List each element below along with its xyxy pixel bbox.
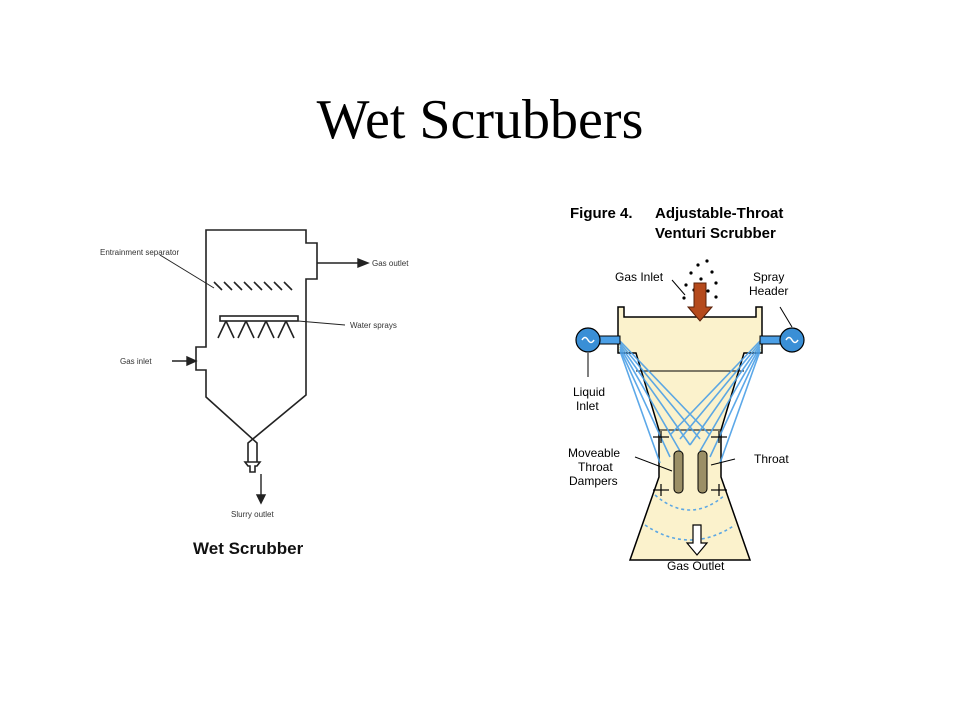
- venturi-body: [617, 306, 763, 561]
- liquid-inlet-label-2: Inlet: [576, 399, 599, 413]
- throat-damper-left: [673, 450, 684, 494]
- figure-title-line2: Venturi Scrubber: [655, 225, 776, 242]
- dampers-label-2: Throat: [578, 460, 613, 474]
- spray-header-right: [759, 327, 805, 353]
- venturi-scrubber-diagram: Figure 4. Adjustable-Throat Venturi Scru…: [568, 205, 805, 573]
- throat-damper-right: [697, 450, 708, 494]
- figure-title-line1: Adjustable-Throat: [655, 205, 783, 222]
- wet-scrubber-diagram: Entrainment separator Gas outlet Water s…: [100, 229, 409, 558]
- figure-number: Figure 4.: [570, 205, 633, 222]
- entrainment-separator: [213, 281, 293, 291]
- scrubber-vessel: [195, 229, 318, 473]
- gas-inlet-label: Gas inlet: [120, 357, 152, 366]
- slurry-outlet-label: Slurry outlet: [231, 510, 274, 519]
- water-spray-header: [217, 315, 299, 339]
- liquid-spray: [619, 340, 761, 541]
- gas-outlet-label-right: Gas Outlet: [667, 559, 725, 573]
- gas-outlet-label: Gas outlet: [372, 259, 409, 268]
- spray-header-label-1: Spray: [753, 270, 784, 284]
- spray-header-left: [575, 327, 621, 353]
- spray-header-label-2: Header: [749, 284, 788, 298]
- dampers-label-3: Dampers: [569, 474, 618, 488]
- slide-title: Wet Scrubbers: [316, 89, 644, 151]
- entrainment-separator-label: Entrainment separator: [100, 248, 179, 257]
- gas-outlet-arrow: [685, 524, 709, 556]
- wet-scrubber-caption: Wet Scrubber: [193, 539, 304, 558]
- gas-inlet-arrow: [686, 282, 714, 322]
- dampers-label-1: Moveable: [568, 446, 620, 460]
- gas-inlet-label-right: Gas Inlet: [615, 270, 664, 284]
- liquid-inlet-label-1: Liquid: [573, 385, 605, 399]
- water-sprays-label: Water sprays: [350, 321, 397, 330]
- throat-label: Throat: [754, 452, 789, 466]
